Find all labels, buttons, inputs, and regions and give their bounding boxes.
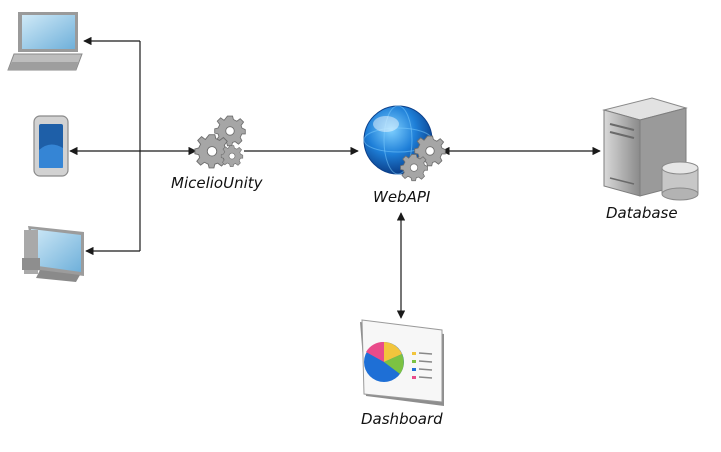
desktop-monitor-icon: [22, 226, 84, 282]
gears-icon: [194, 115, 246, 169]
tablet-icon: [33, 115, 69, 177]
connectors: [69, 36, 601, 319]
webapi-label: WebAPI: [373, 188, 431, 206]
database-server-icon: [602, 97, 699, 201]
dashboard-label: Dashboard: [361, 410, 443, 428]
micelio-unity-label: MicelioUnity: [171, 174, 264, 192]
dashboard-chart-icon: [360, 319, 444, 406]
laptop-icon: [7, 12, 83, 71]
database-label: Database: [606, 204, 678, 222]
globe-gears-icon: [363, 105, 446, 182]
